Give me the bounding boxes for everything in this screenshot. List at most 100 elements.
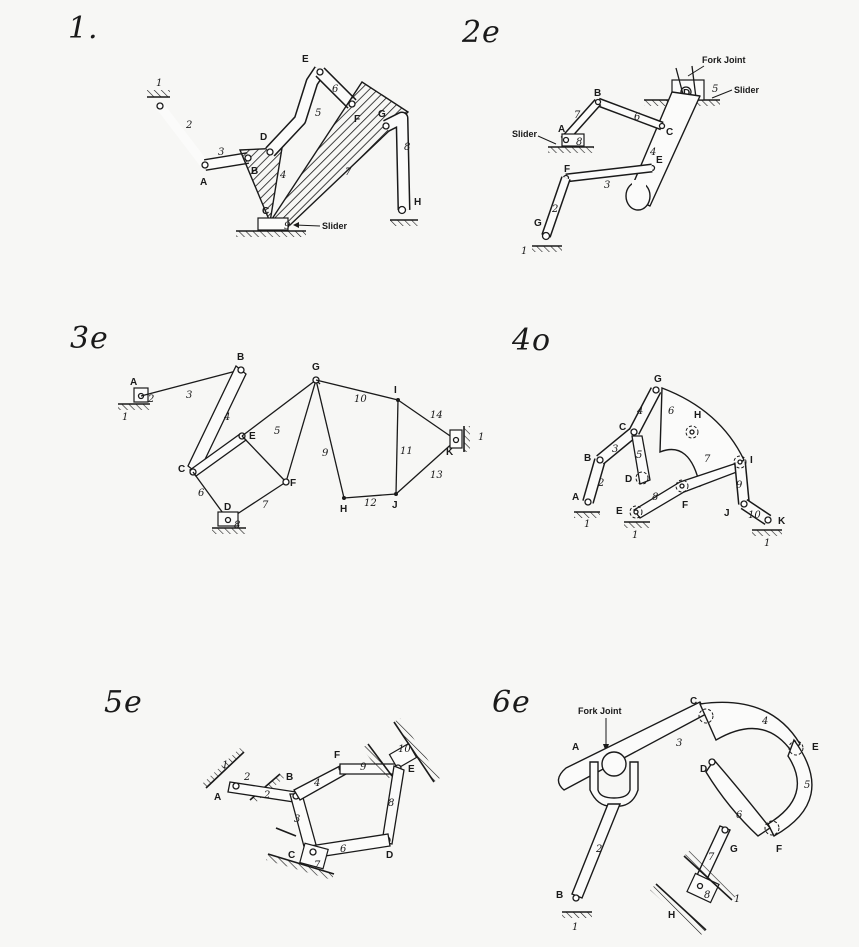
link-label: 1 xyxy=(584,519,590,530)
link-label: 13 xyxy=(430,470,443,481)
joint-label: F xyxy=(564,164,570,175)
joint-label: H xyxy=(694,410,701,421)
joint-label: J xyxy=(724,508,730,519)
link-label: 2 xyxy=(147,394,154,405)
figure-number: 6 xyxy=(492,685,511,720)
link-label: 2 xyxy=(185,120,192,131)
joint-label: A xyxy=(214,792,221,803)
link-label: 4 xyxy=(223,412,230,423)
joint-label: B xyxy=(237,352,244,363)
figure-3: 3 e A 2 1 3 B 4 C E 6 5 7 F xyxy=(70,321,484,534)
joint-label: D xyxy=(260,132,267,143)
figure-number: 2 xyxy=(461,15,481,50)
link-label: 6 xyxy=(634,112,641,123)
fork-joint-note: Fork Joint xyxy=(578,706,622,716)
slider-note: Slider xyxy=(322,221,348,231)
link-label: 4 xyxy=(761,716,768,727)
link-label: 7 xyxy=(708,852,715,863)
link-label: 6 xyxy=(340,844,347,855)
link-label: 4 xyxy=(649,147,656,158)
link-label: 2 xyxy=(597,478,604,489)
joint-label: B xyxy=(251,166,258,177)
link-label: 14 xyxy=(430,410,443,421)
link-label: 1 xyxy=(122,412,128,423)
link-label: 10 xyxy=(354,394,367,405)
link-label: 5 xyxy=(636,450,642,461)
joint-label: D xyxy=(625,474,632,485)
joint-label: A xyxy=(558,124,565,135)
link-label: 4 xyxy=(636,406,643,417)
joint-label: C xyxy=(178,464,185,475)
link-label: 5 xyxy=(804,780,810,791)
joint-label: C xyxy=(288,850,295,861)
joint-label: D xyxy=(224,502,231,513)
figure-1: 1 . 1 2 3 A B 4 D 5 E 6 F xyxy=(68,11,421,237)
joint-label: I xyxy=(394,385,397,396)
joint-label: D xyxy=(386,850,393,861)
link-label: 1 xyxy=(632,530,638,541)
link-label: 5 xyxy=(315,108,321,119)
link-label: 3 xyxy=(612,444,618,455)
joint-label: D xyxy=(700,764,707,775)
joint-label: B xyxy=(594,88,601,99)
figure-number: 3 xyxy=(70,321,89,356)
figure-number: 1 xyxy=(68,11,87,46)
link-label: 10 xyxy=(748,510,761,521)
figure-number-dot: e xyxy=(482,15,500,50)
joint-label: E xyxy=(812,742,819,753)
link-label: 5 xyxy=(712,84,718,95)
joint-label: F xyxy=(334,750,340,761)
link-label: 2 xyxy=(595,844,602,855)
joint-label: K xyxy=(778,516,786,527)
slider-note: Slider xyxy=(512,129,538,139)
figure-4: 4 o 1 A 2 B 3 C 4 G 6 H 7 5 D xyxy=(511,323,786,549)
slider-note: Slider xyxy=(734,85,760,95)
link-label: 11 xyxy=(400,446,413,457)
joint-label: E xyxy=(616,506,623,517)
figure-2: 2 e 5 D Fork Joint Slider C 4 E 6 B 7 xyxy=(461,15,760,257)
link-label: 2 xyxy=(551,204,558,215)
figure-number: 4 xyxy=(511,323,531,358)
link-label: 1 xyxy=(478,432,484,443)
joint-label: C xyxy=(666,127,673,138)
link-label: 2 xyxy=(263,790,270,801)
joint-label: B xyxy=(584,453,591,464)
link-label: 4 xyxy=(279,170,286,181)
joint-label: E xyxy=(249,431,256,442)
joint-label: H xyxy=(340,504,347,515)
link-label: 10 xyxy=(398,744,411,755)
link-label: 8 xyxy=(404,142,410,153)
link-label: 3 xyxy=(186,390,192,401)
joint-label: G xyxy=(312,362,320,373)
joint-label: B xyxy=(556,890,563,901)
figure-6: 6 e Fork Joint 3 A 2 B 1 C 4 E 5 F D xyxy=(492,685,819,936)
link-label: 9 xyxy=(322,448,329,459)
joint-label: E xyxy=(408,764,415,775)
joint-label: F xyxy=(776,844,782,855)
link-label: 3 xyxy=(676,738,682,749)
link-label: 7 xyxy=(574,110,581,121)
joint-label: A xyxy=(572,492,579,503)
joint-label: G xyxy=(534,218,542,229)
link-label: 9 xyxy=(736,480,743,491)
link-label: 1 xyxy=(734,894,740,905)
link-label: 6 xyxy=(668,406,675,417)
link-label: 8 xyxy=(704,890,710,901)
joint-label: C xyxy=(262,206,269,217)
joint-label: A xyxy=(572,742,579,753)
joint-label: A xyxy=(200,177,207,188)
joint-label: J xyxy=(392,500,398,511)
link-label: 8 xyxy=(388,798,394,809)
joint-label: F xyxy=(290,478,296,489)
link-label: 6 xyxy=(198,488,205,499)
link-label: 8 xyxy=(576,137,582,148)
joint-label: E xyxy=(302,54,309,65)
joint-label: G xyxy=(378,109,386,120)
link-label: 1 xyxy=(521,246,527,257)
link-label: 1 xyxy=(222,760,228,771)
link-label: 3 xyxy=(294,814,300,825)
link-label: 7 xyxy=(314,860,321,871)
link-label: 8 xyxy=(652,492,658,503)
link-label: 9 xyxy=(360,762,367,773)
